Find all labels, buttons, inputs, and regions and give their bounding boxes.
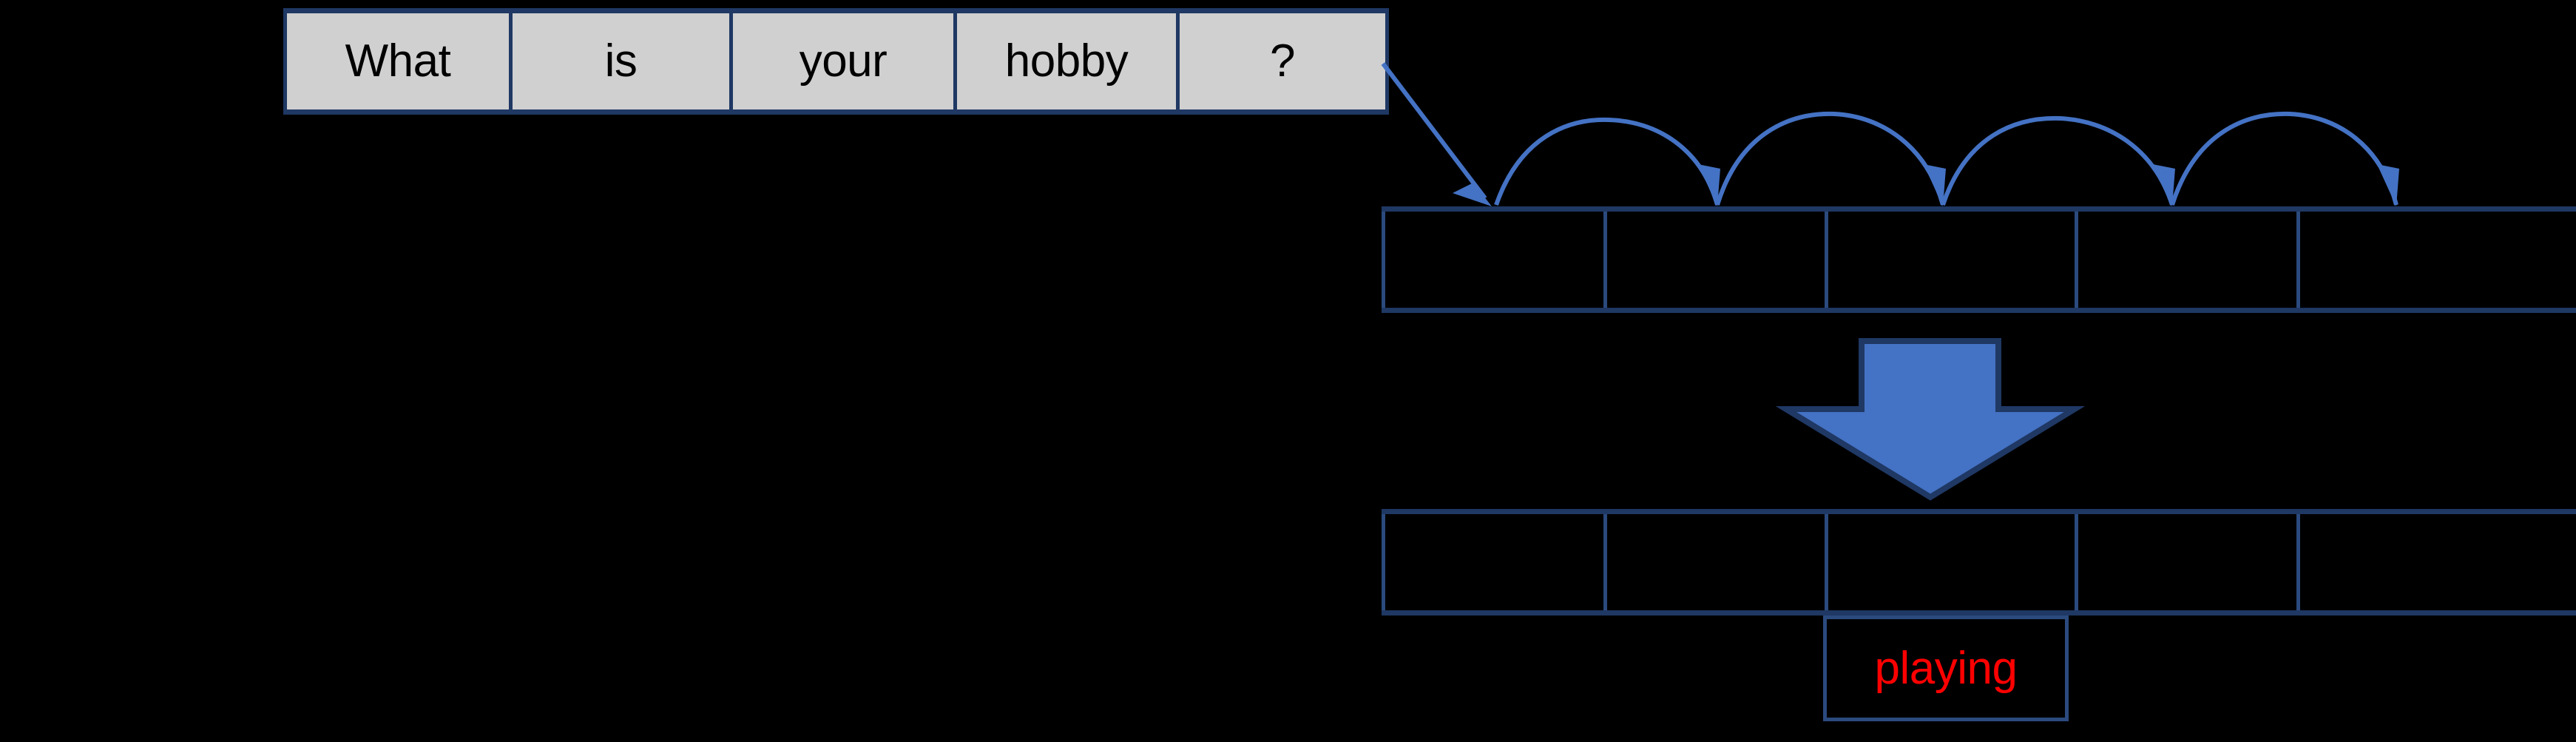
hop-arc-icon-2 — [1715, 111, 1946, 206]
input-token-label-1: What — [345, 36, 451, 87]
input-token-label-2: is — [604, 36, 638, 87]
encoder-state-cell-1[interactable] — [1382, 212, 1603, 308]
encoder-state-cell-5[interactable] — [2296, 212, 2576, 308]
output-word-label: playing — [1874, 642, 2018, 694]
input-token-label-5: ? — [1270, 36, 1295, 87]
decoder-state-cell-1[interactable] — [1382, 514, 1603, 610]
encoder-state-cell-2[interactable] — [1603, 212, 1825, 308]
decoder-state-cell-4[interactable] — [2075, 514, 2296, 610]
decoder-state-cell-5[interactable] — [2296, 514, 2576, 610]
encoder-state-cell-4[interactable] — [2075, 212, 2296, 308]
input-token-cell-4[interactable]: hobby — [953, 13, 1176, 109]
input-token-label-4: hobby — [1004, 36, 1129, 87]
block-down-arrow-icon — [1775, 338, 2086, 501]
input-token-cell-1[interactable]: What — [283, 13, 509, 109]
input-token-cell-3[interactable]: your — [729, 13, 953, 109]
hop-arc-icon-4 — [2170, 111, 2399, 206]
input-sentence-table: What is your hobby ? — [283, 8, 1389, 115]
hop-arc-icon-1 — [1494, 117, 1720, 206]
entry-arrow-icon — [1381, 62, 1492, 206]
decoder-states-table — [1382, 509, 2576, 615]
input-token-label-3: your — [799, 36, 888, 87]
decoder-state-cell-3[interactable] — [1825, 514, 2075, 610]
encoder-states-table — [1382, 206, 2576, 313]
input-token-cell-2[interactable]: is — [509, 13, 729, 109]
encoder-state-cell-3[interactable] — [1825, 212, 2075, 308]
hop-arc-icon-3 — [1941, 115, 2175, 206]
decoder-state-cell-2[interactable] — [1603, 514, 1825, 610]
output-word-cell[interactable]: playing — [1823, 615, 2069, 721]
input-token-cell-5[interactable]: ? — [1176, 13, 1389, 109]
